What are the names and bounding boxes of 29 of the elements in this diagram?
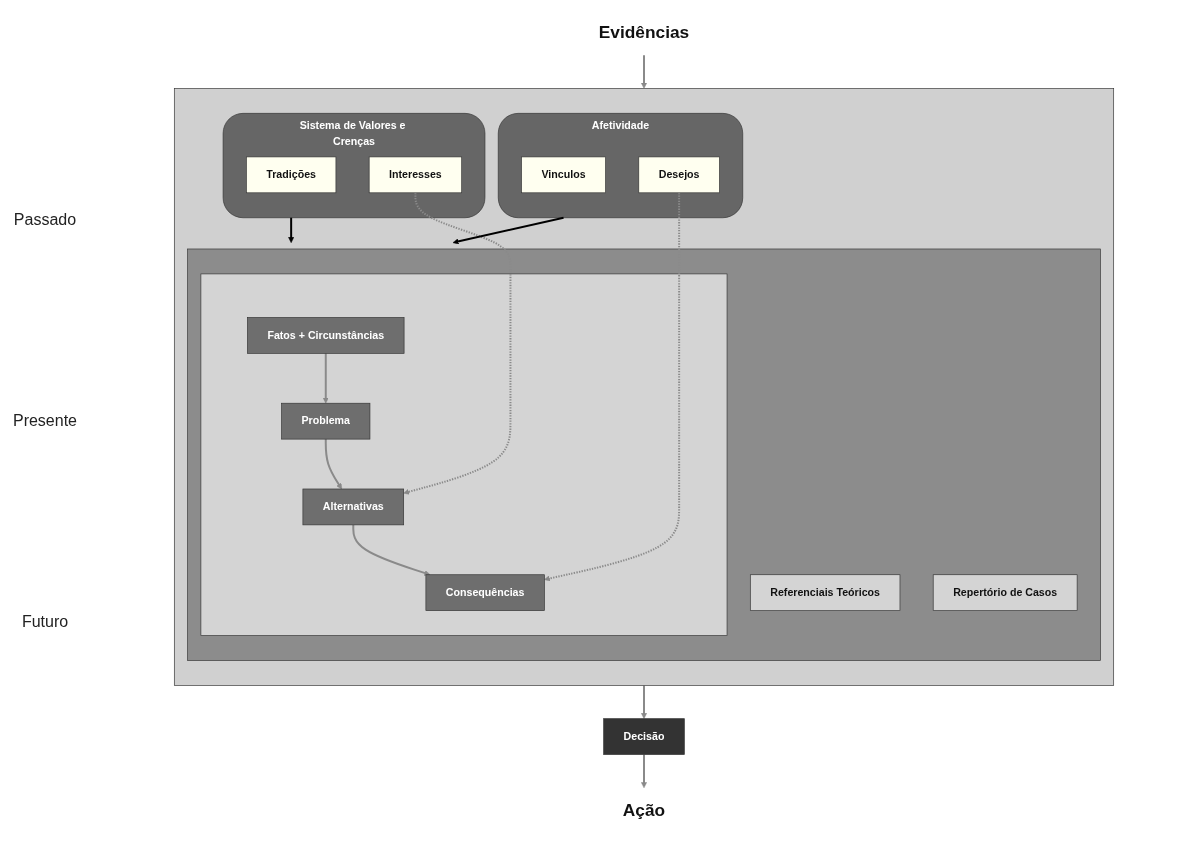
- arrow: [322, 351, 329, 403]
- node-box: Repertório de Casos: [932, 573, 1077, 611]
- node-box: Consequências: [425, 573, 545, 611]
- node-text: Evidências: [598, 21, 689, 42]
- timeline-label: Passado: [13, 211, 77, 230]
- timeline-label: Futuro: [21, 612, 69, 631]
- arrow: [543, 191, 680, 581]
- node-box: Problema: [280, 402, 370, 439]
- cluster: [200, 273, 727, 636]
- node-text: Ação: [622, 799, 665, 820]
- arrow: [402, 191, 511, 495]
- node-box: Interesses: [368, 156, 462, 193]
- cluster: [186, 248, 1101, 661]
- arrow: [452, 216, 565, 244]
- cluster: [173, 87, 1114, 686]
- arrow: [351, 523, 430, 576]
- arrow: [640, 683, 647, 719]
- node-box: Desejos: [637, 156, 720, 193]
- node-box: Fatos + Circunstâncias: [246, 316, 404, 354]
- arrow: [640, 753, 647, 788]
- node-box: Vinculos: [520, 156, 606, 193]
- node-box: Alternativas: [302, 488, 404, 525]
- arrow: [324, 437, 342, 489]
- arrow: [287, 216, 294, 243]
- arrow: [640, 53, 647, 89]
- node-box: Referenciais Teóricos: [749, 573, 900, 611]
- node-box: Decisão: [602, 717, 685, 755]
- timeline-label: Presente: [12, 412, 77, 430]
- node-box: Tradições: [245, 156, 336, 193]
